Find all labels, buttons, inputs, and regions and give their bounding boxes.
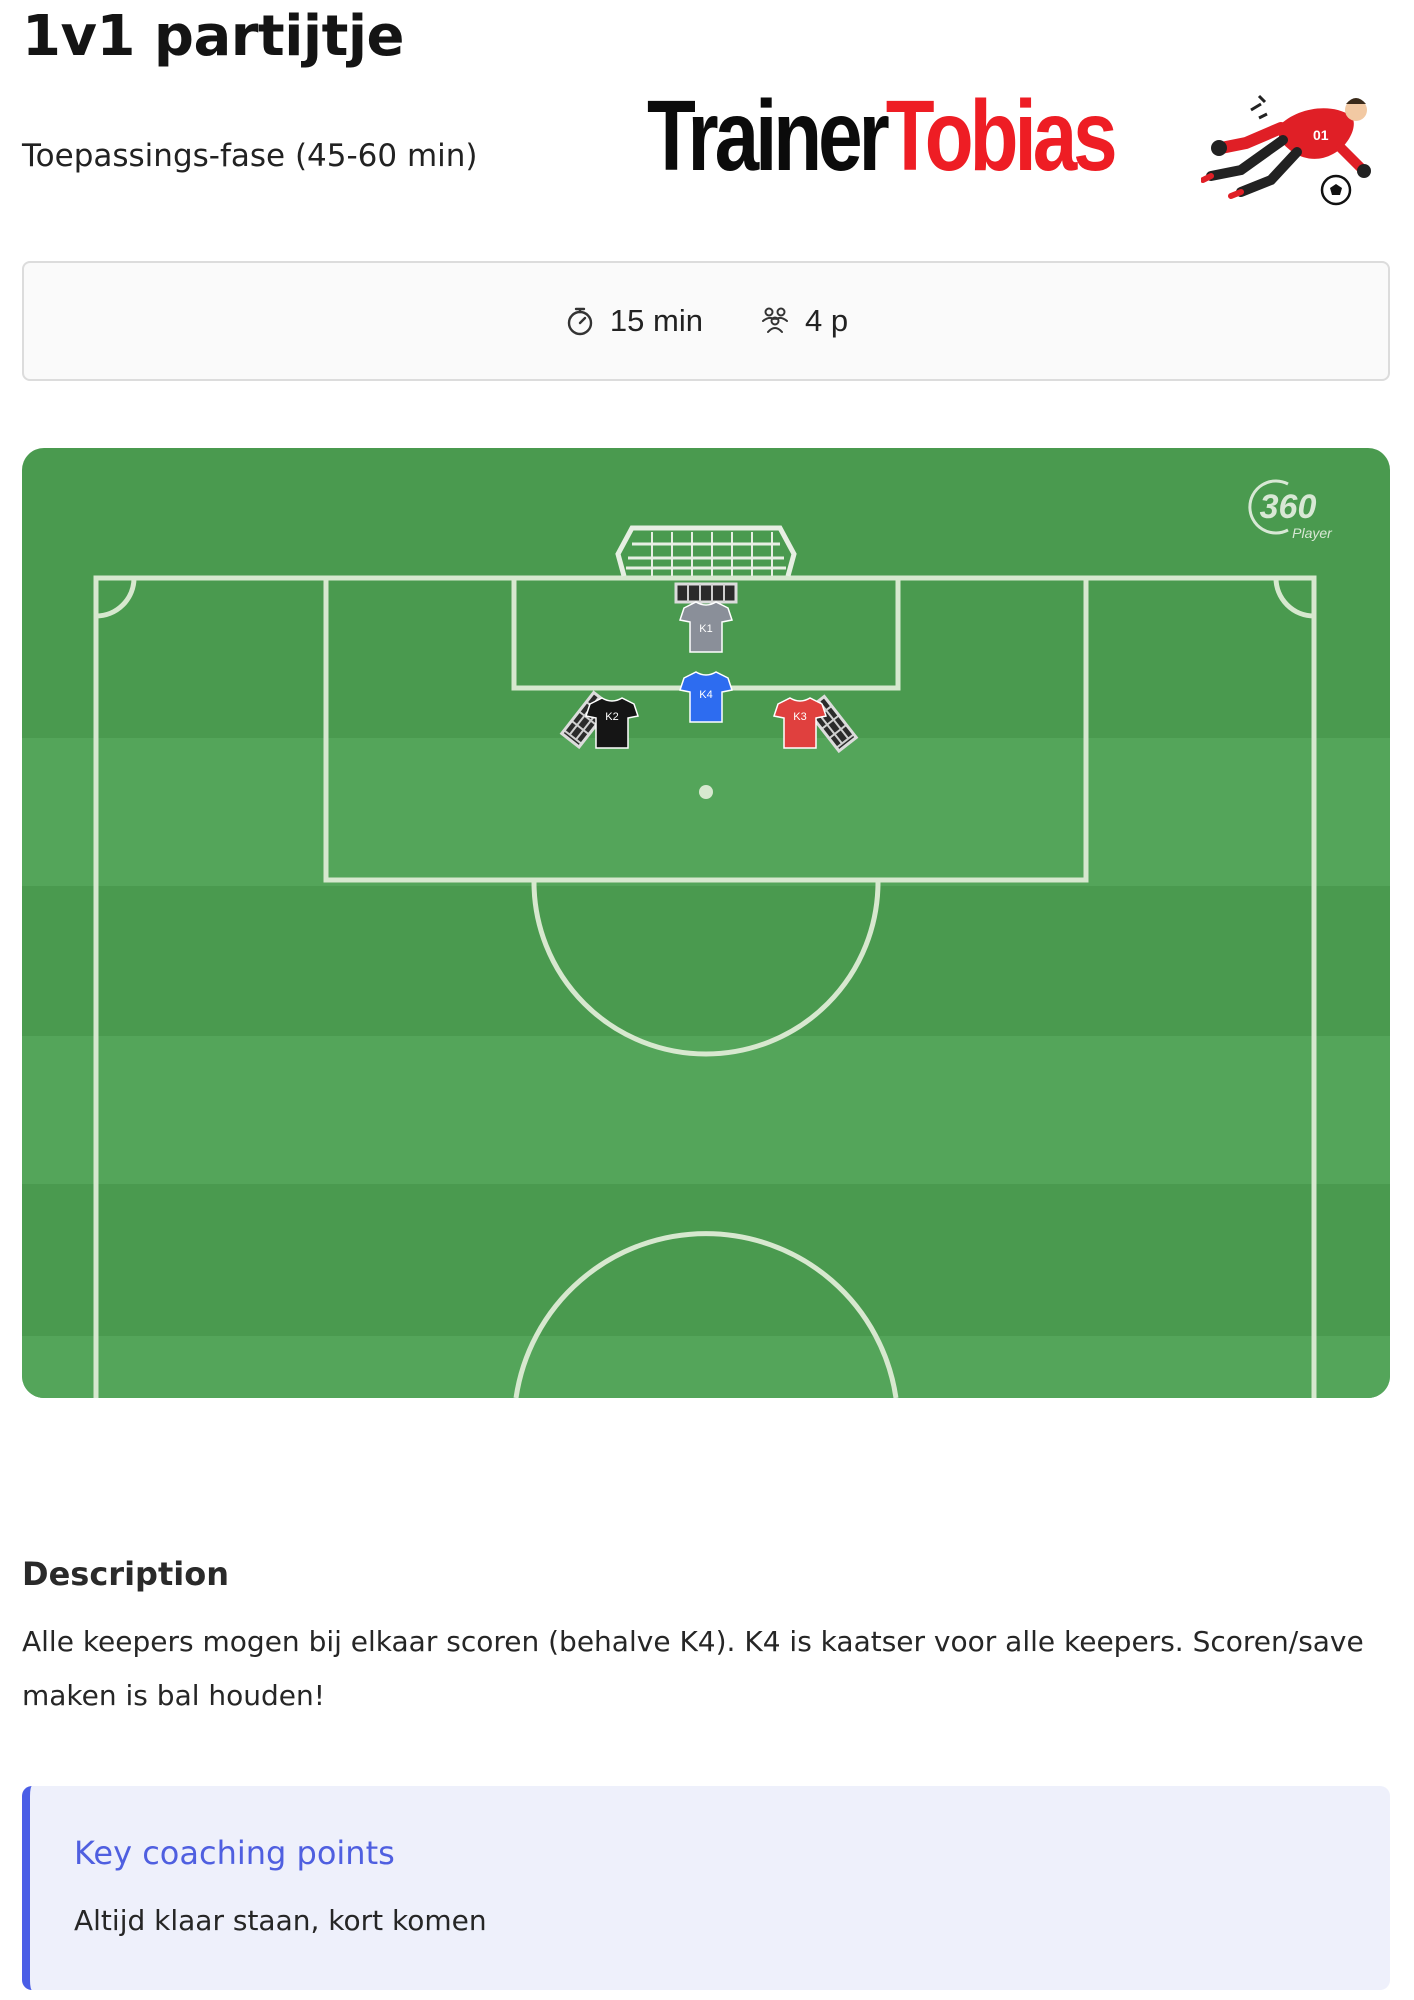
description-text: Alle keepers mogen bij elkaar scoren (be… — [22, 1625, 1364, 1712]
coaching-points-text: Altijd klaar staan, kort komen — [74, 1904, 487, 1937]
player-k1-label: K1 — [699, 623, 712, 635]
coaching-points-heading: Key coaching points — [74, 1834, 395, 1872]
watermark-number: 360 — [1260, 488, 1317, 526]
coaching-points-panel: Key coaching points Altijd klaar staan, … — [22, 1786, 1390, 1990]
players-info: 4 p — [759, 303, 848, 339]
player-k4: K4 — [679, 671, 733, 723]
brand-name-part2: Tobias — [885, 80, 1118, 192]
pitch-boundary-line — [93, 575, 1317, 1398]
player-k2: K2 — [585, 697, 639, 749]
pitch-svg: K1 K4 K2 K3 360 Player — [22, 448, 1390, 1398]
duration-info: 15 min — [564, 303, 703, 339]
group-icon — [761, 307, 788, 333]
player-k3-label: K3 — [793, 711, 806, 723]
penalty-area — [323, 578, 1089, 883]
stopwatch-icon — [567, 307, 593, 336]
grass-stripe — [22, 1336, 1390, 1398]
description-heading: Description — [22, 1555, 229, 1593]
main-goal — [615, 525, 797, 577]
brand-wordmark: TrainerTobias — [647, 86, 1118, 186]
brand-name-part1: Trainer — [647, 80, 890, 192]
page-title: 1v1 partijtje — [22, 4, 405, 69]
player-k1: K1 — [679, 601, 733, 653]
session-meta-bar: 15 min 4 p — [22, 261, 1390, 381]
player-k3: K3 — [773, 697, 827, 749]
penalty-spot — [699, 785, 713, 799]
watermark-word: Player — [1292, 525, 1333, 541]
duration-value: 15 min — [609, 303, 703, 338]
penalty-arc — [531, 881, 881, 1057]
grass-stripe — [22, 738, 1390, 886]
center-circle — [513, 1231, 899, 1398]
mini-goal-top — [674, 582, 738, 604]
players-value: 4 p — [804, 303, 849, 338]
player-k4-label: K4 — [699, 689, 712, 701]
corner-arc-left — [95, 577, 137, 619]
player-k2-label: K2 — [605, 711, 618, 723]
phase-subtitle: Toepassings-fase (45-60 min) — [22, 138, 478, 174]
corner-arc-right — [1273, 577, 1315, 619]
brand-logo: TrainerTobias 01 — [645, 80, 1385, 220]
svg-text:01: 01 — [1313, 127, 1329, 143]
360player-watermark: 360 Player — [1248, 479, 1333, 541]
exercise-pitch-diagram: K1 K4 K2 K3 360 Player — [22, 448, 1390, 1398]
goalkeeper-illustration-icon: 01 — [1201, 94, 1371, 206]
grass-stripe — [22, 1036, 1390, 1184]
